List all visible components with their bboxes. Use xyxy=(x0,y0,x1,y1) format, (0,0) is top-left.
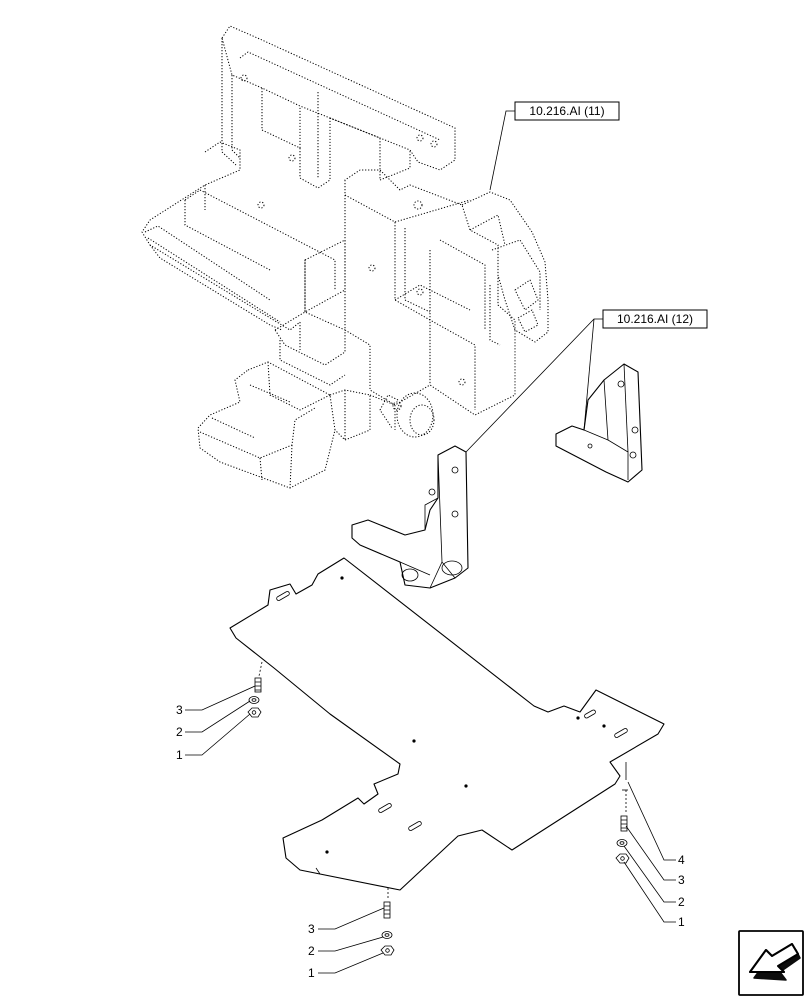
callout-right-3: 3 xyxy=(678,873,685,887)
callout-bottom-1: 1 xyxy=(308,966,315,980)
callout-left-2: 2 xyxy=(176,725,183,739)
fastener-stack-left xyxy=(185,661,263,756)
next-page-arrow-icon[interactable] xyxy=(738,930,804,996)
callouts-right: 4 3 2 1 xyxy=(678,853,685,929)
callout-left-3: 3 xyxy=(176,703,183,717)
reference-frame-assembly xyxy=(141,25,549,489)
reference-label-12-text: 10.216.AI (12) xyxy=(617,312,693,326)
reference-label-12[interactable]: 10.216.AI (12) xyxy=(602,309,708,329)
washer-bottom xyxy=(381,931,393,939)
center-bracket xyxy=(351,445,469,589)
callout-bottom-3: 3 xyxy=(308,922,315,936)
callouts-left: 3 2 1 xyxy=(176,703,183,762)
callout-right-2: 2 xyxy=(678,895,685,909)
callouts-bottom: 3 2 1 xyxy=(308,922,315,980)
washer-left xyxy=(248,696,260,704)
reference-leader-12b xyxy=(583,318,595,431)
nut-right xyxy=(615,853,630,864)
fastener-stack-bottom xyxy=(318,888,395,974)
nut-left xyxy=(247,707,262,718)
reference-label-11[interactable]: 10.216.AI (11) xyxy=(514,101,620,121)
fastener-stack-right xyxy=(615,762,676,923)
nut-bottom xyxy=(380,945,395,956)
callout-right-1: 1 xyxy=(678,915,685,929)
washer-right xyxy=(616,839,628,847)
floor-plate xyxy=(229,557,665,891)
stud-right xyxy=(620,815,628,832)
reference-leader-11 xyxy=(489,110,515,191)
right-bracket xyxy=(555,363,643,483)
callout-bottom-2: 2 xyxy=(308,944,315,958)
stud-left xyxy=(254,677,262,693)
reference-label-11-text: 10.216.AI (11) xyxy=(529,104,604,118)
callout-left-1: 1 xyxy=(176,748,183,762)
callout-right-4: 4 xyxy=(678,853,685,867)
